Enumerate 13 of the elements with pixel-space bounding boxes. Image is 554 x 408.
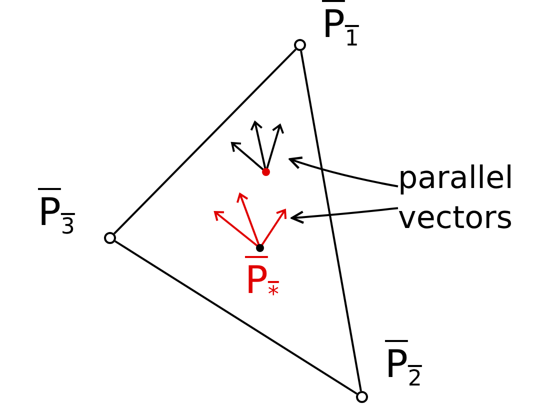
- vertex-point: [104, 232, 116, 244]
- point-label: P$_{2}$: [385, 342, 422, 394]
- vertex-point: [356, 391, 368, 403]
- leader-arrow: [288, 156, 398, 188]
- triangle-side: [114, 48, 296, 234]
- vertex-point: [294, 39, 306, 51]
- point-label: P$_{3}$: [38, 190, 75, 242]
- point-label: P$_{*}$: [245, 258, 279, 310]
- leader-arrow: [290, 207, 398, 224]
- triangle-side: [300, 50, 362, 392]
- callout-text: parallel vectors: [398, 158, 548, 242]
- point-label: P$_{1}$: [322, 2, 359, 54]
- triangle-side: [114, 240, 358, 395]
